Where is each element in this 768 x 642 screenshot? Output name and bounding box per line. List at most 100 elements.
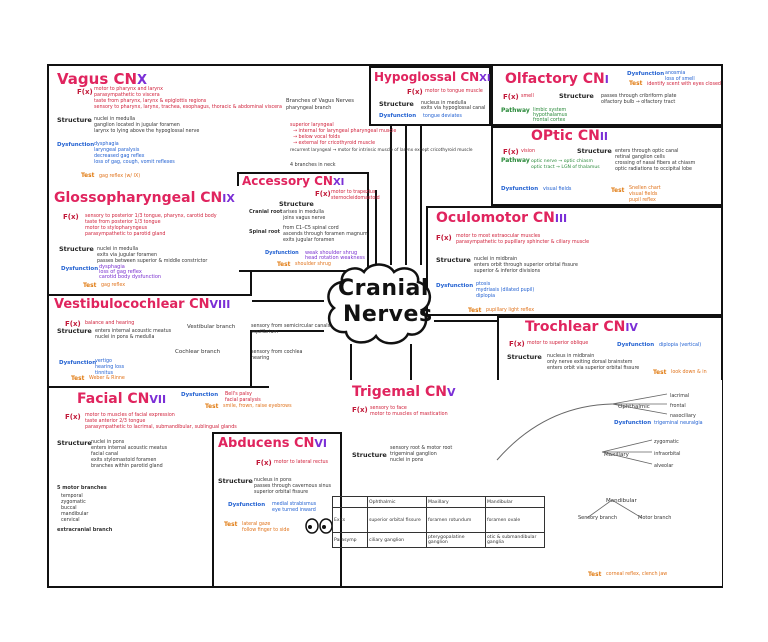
- vagus-branches-sub: pharyngeal branch: [286, 106, 332, 111]
- olfactory-dys-item: anosmia: [665, 71, 686, 76]
- table-cell: pterygopalatine ganglion: [426, 532, 486, 548]
- trigeminal-branch-lines: [496, 393, 668, 519]
- hypoglossal-fx-item: motor to tongue muscle: [425, 89, 483, 94]
- abducens-test-item: follow finger to side: [242, 528, 290, 533]
- optic-dys-item: visual fields: [543, 187, 572, 192]
- glossopharyngeal-dysfunction-label: Dysfunction: [61, 266, 99, 272]
- vagus-structure-label: Structure: [57, 116, 92, 124]
- facial-test-item: smile, frown, raise eyebrows: [223, 404, 292, 409]
- vagus-fx-item: taste from pharynx, larynx & epiglottis …: [94, 99, 207, 104]
- connector-line: [250, 330, 324, 332]
- trochlear-title: Trochlear CN: [525, 319, 626, 335]
- oculomotor-title: Oculomotor CN: [436, 210, 555, 226]
- vagus-dys-item: laryngeal paralysis: [94, 148, 140, 153]
- hypoglossal-number: XII: [479, 73, 495, 84]
- trigeminal-maxillary-item: zygomatic: [654, 440, 679, 445]
- vestibulocochlear-structure-label: Structure: [57, 327, 92, 335]
- olfactory-test-label: Test: [629, 81, 643, 87]
- glossopharyngeal-dys-item: dysphagia: [99, 264, 125, 270]
- connector-line: [410, 344, 412, 384]
- accessory-spinal-item: from C1–C5 spinal cord: [283, 226, 339, 231]
- connector-line: [420, 100, 422, 265]
- vagus-title: Vagus CN: [57, 70, 138, 88]
- vagus-branch-item: → internal for laryngeal pharyngeal musc…: [293, 129, 397, 134]
- table-cell: Parasymp: [332, 532, 368, 548]
- vagus-structure-item: ganglion located in jugular foramen: [94, 123, 180, 128]
- facial-extracranial: extracranial branch: [57, 527, 113, 533]
- facial-branch-item: temporal: [61, 494, 83, 499]
- vestibulocochlear-structure-item: enters internal acoustic meatus: [95, 329, 172, 334]
- olfactory-pathway-label: Pathway: [501, 107, 530, 114]
- trochlear-structure-item: enters orbit via superior orbital fissur…: [547, 366, 640, 371]
- eyes-icon: [305, 518, 333, 534]
- vagus-branches-title: Branches of Vagus Nerves: [286, 98, 354, 104]
- oculomotor-dys-item: mydriasis (dilated pupil): [476, 288, 535, 293]
- olfactory-fx-item: smell: [521, 94, 534, 99]
- accessory-dysfunction-label: Dysfunction: [265, 250, 299, 256]
- vagus-structure-item: nuclei in medulla: [94, 117, 136, 122]
- vagus-branch-item: → below vocal folds: [293, 135, 340, 140]
- hypoglossal-fx-label: F(x): [407, 88, 423, 96]
- vestibulocochlear-dys-item: tinnitus: [95, 371, 114, 376]
- trigeminal-mandibular: Mandibular: [606, 498, 637, 504]
- accessory-structure-label: Structure: [279, 200, 314, 208]
- vagus-fx-item: sensory to pharynx, larynx, trachea, eso…: [94, 105, 282, 110]
- accessory-cranial-item: joins vagus nerve: [283, 216, 326, 221]
- vestibulocochlear-dys-item: vertigo: [95, 359, 112, 364]
- facial-panel: Facial CNVII Dysfunction Bell's palsy fa…: [49, 388, 292, 586]
- optic-structure-item: crossing of nasal fibers at chiasm: [615, 161, 696, 166]
- cranial-nerves-sheet: [47, 64, 723, 588]
- oculomotor-fx-item: parasympathetic to pupillary sphincter &…: [456, 240, 590, 245]
- facial-branch-item: cervical: [61, 518, 80, 523]
- trigeminal-structure-item: nuclei in pons: [390, 458, 424, 463]
- oculomotor-structure-label: Structure: [436, 256, 471, 264]
- vagus-fx-item: motor to pharynx and larynx: [94, 87, 164, 92]
- optic-pathway-item: optic tract → LGN of thalamus: [531, 165, 600, 170]
- accessory-fx-label: F(x): [315, 190, 331, 198]
- facial-fx-item: motor to muscles of facial expression: [85, 413, 175, 418]
- facial-number: VII: [149, 393, 167, 406]
- vagus-dys-item: dysphagia: [94, 142, 119, 147]
- center-title-line1: Cranial: [338, 276, 429, 301]
- glossopharyngeal-fx-item: parasympathetic to parotid gland: [85, 232, 166, 237]
- table-header: [332, 496, 368, 508]
- facial-fx-item: parasympathetic to lacrimal, submandibul…: [85, 425, 237, 430]
- oculomotor-dysfunction-label: Dysfunction: [436, 283, 474, 289]
- glossopharyngeal-title: Glossopharyngeal CN: [54, 190, 223, 206]
- optic-test-label: Test: [611, 188, 625, 194]
- glossopharyngeal-fx-item: taste from posterior 1/3 tongue: [85, 220, 161, 225]
- abducens-dys-item: eye turned inward: [272, 508, 316, 513]
- accessory-fx-item: sternocleidomastoid: [331, 196, 380, 201]
- vagus-branch-item: recurrent laryngeal → motor for intrinsi…: [290, 148, 473, 153]
- glossopharyngeal-structure-item: passes between superior & middle constri…: [97, 259, 208, 264]
- table-header: Ophthalmic: [367, 496, 427, 508]
- optic-test-item: Snellen chart: [629, 186, 661, 191]
- facial-branch-item: zygomatic: [61, 500, 86, 505]
- vestibulocochlear-panel: Vestibulocochlear CNVIII F(x) balance an…: [49, 296, 330, 386]
- hypoglossal-structure-label: Structure: [379, 100, 414, 108]
- glossopharyngeal-test-label: Test: [83, 283, 97, 289]
- divider: [250, 330, 252, 388]
- trigeminal-title: Trigemal CN: [352, 384, 447, 400]
- abducens-title: Abducens CN: [218, 436, 315, 451]
- abducens-structure-item: nucleus in pons: [254, 478, 292, 483]
- hypoglossal-title: Hypoglossal CN: [374, 70, 480, 84]
- vagus-panel: Vagus CNX F(x) motor to pharynx and lary…: [49, 66, 473, 186]
- vestibulocochlear-vestibular-branch: Vestibular branch: [187, 324, 236, 330]
- trochlear-structure-item: only nerve exiting dorsal brainstem: [547, 360, 633, 365]
- abducens-fx-item: motor to lateral rectus: [274, 460, 329, 465]
- accessory-title: Accessory CN: [242, 174, 333, 188]
- vagus-dys-item: loss of gag, cough, vomit reflexes: [94, 160, 175, 165]
- oculomotor-panel: Oculomotor CNIII F(x) motor to most extr…: [426, 206, 721, 316]
- vestibulocochlear-vestibular-item: equilibrium: [251, 330, 279, 335]
- oculomotor-number: III: [554, 212, 568, 225]
- accessory-dys-item: head rotation weakness: [305, 255, 365, 261]
- abducens-structure-item: superior orbital fissure: [254, 490, 309, 495]
- oculomotor-structure-item: superior & inferior divisions: [474, 269, 541, 274]
- trigeminal-fx-item: sensory to face: [370, 406, 407, 411]
- vestibulocochlear-cochlear-branch: Cochlear branch: [175, 349, 221, 355]
- oculomotor-test-item: pupillary light reflex: [486, 308, 535, 313]
- optic-panel: OPtic CNII F(x) vision Pathway optic ner…: [491, 126, 721, 206]
- abducens-dys-item: medial strabismus: [272, 502, 317, 507]
- facial-dys-item: Bell's palsy: [225, 392, 252, 397]
